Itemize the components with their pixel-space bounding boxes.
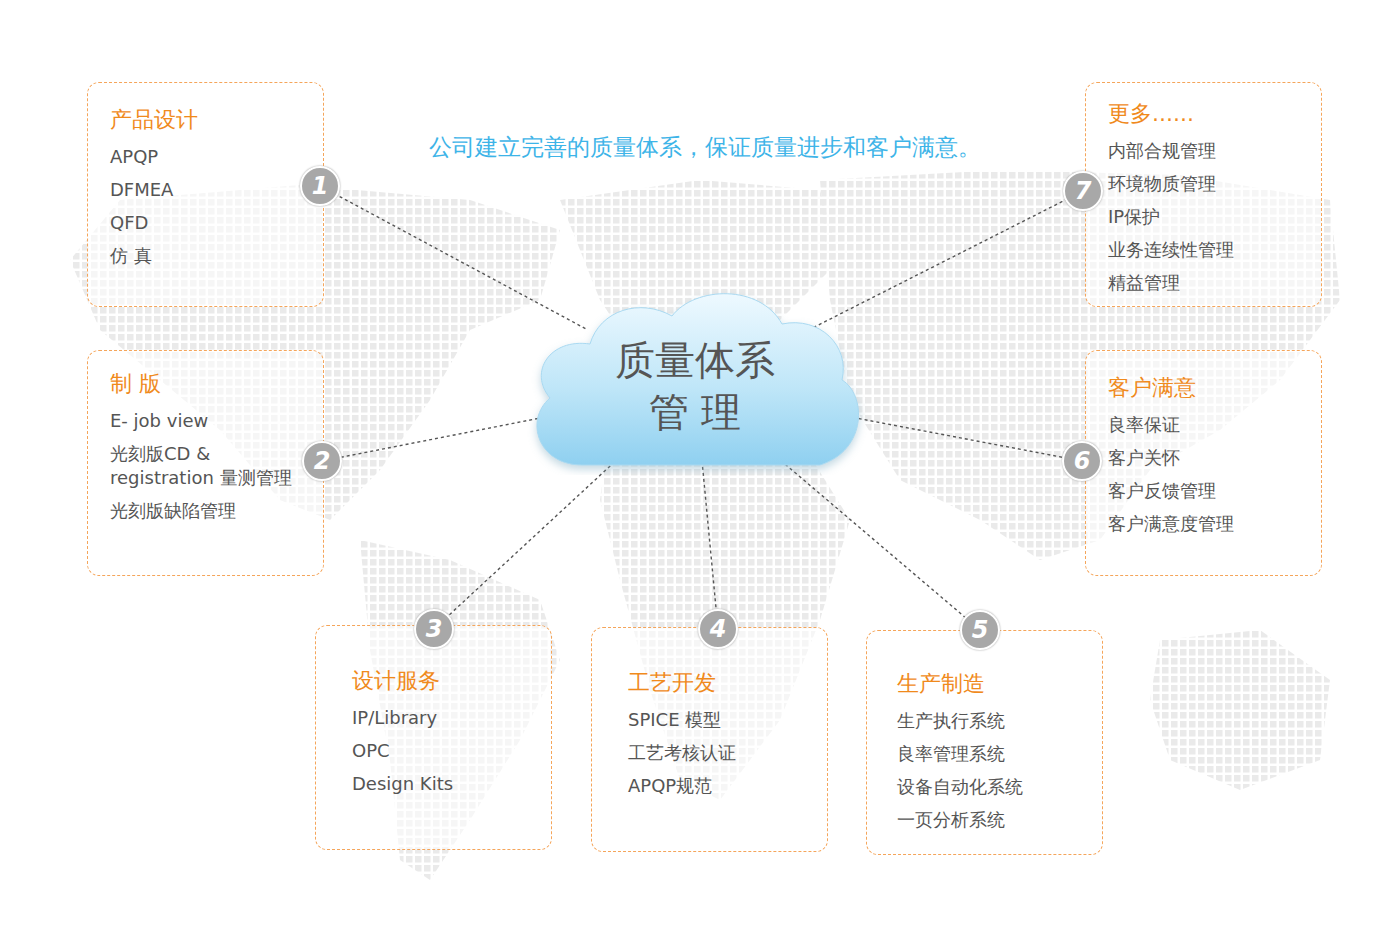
dashed-connector [776, 457, 980, 631]
cloud-title: 质量体系 管 理 [608, 334, 783, 438]
box-item: 一页分析系统 [897, 808, 1092, 832]
box-item: 业务连续性管理 [1108, 238, 1311, 262]
box-heading: 工艺开发 [628, 668, 817, 698]
box-item: 生产执行系统 [897, 709, 1092, 733]
box-item: 客户关怀 [1108, 446, 1311, 470]
box-item: IP/Library [352, 706, 541, 730]
box-item: APQP [110, 145, 313, 169]
box-item: 仿 真 [110, 244, 313, 268]
callout-number: 4 [698, 609, 738, 649]
box-item: QFD [110, 211, 313, 235]
box-item: APQP规范 [628, 774, 817, 798]
box-item: 光刻版CD & registration 量测管理 [110, 442, 313, 490]
box-item: 光刻版缺陷管理 [110, 499, 313, 523]
box-item: SPICE 模型 [628, 708, 817, 732]
box-heading: 客户满意 [1108, 373, 1311, 403]
topic-box: 更多...... 内部合规管理环境物质管理 IP保护业务连续性管理精益管理 [1085, 82, 1322, 307]
dashed-connector [322, 417, 544, 461]
box-heading: 更多...... [1108, 99, 1311, 129]
topic-box: 产品设计 APQP DFMEA QFD 仿 真 [87, 82, 324, 307]
topic-box: 客户满意良率保证客户关怀客户反馈管理客户满意度管理 [1085, 350, 1322, 576]
dashed-connector [847, 416, 1082, 461]
topic-box: 生产制造生产执行系统良率管理系统设备自动化系统一页分析系统 [866, 630, 1103, 855]
box-item: E- job view [110, 409, 313, 433]
callout-number: 6 [1062, 441, 1102, 481]
box-item: 客户反馈管理 [1108, 479, 1311, 503]
box-item: 精益管理 [1108, 271, 1311, 295]
dashed-connector [703, 467, 718, 629]
topic-box: 制 版 E- job view 光刻版CD & registration 量测管理光… [87, 350, 324, 576]
box-item: 环境物质管理 [1108, 172, 1311, 196]
box-heading: 设计服务 [352, 666, 541, 696]
dashed-connector [808, 191, 1083, 330]
cloud-node: 质量体系 管 理 [520, 280, 870, 475]
topic-box: 设计服务 IP/LibraryOPC Design Kits [315, 625, 552, 850]
box-heading: 制 版 [110, 369, 313, 399]
box-item: IP保护 [1108, 205, 1311, 229]
box-heading: 生产制造 [897, 669, 1092, 699]
dashed-connector [434, 458, 619, 629]
dashed-connector [320, 186, 585, 329]
box-item: DFMEA [110, 178, 313, 202]
box-item: 良率管理系统 [897, 742, 1092, 766]
box-item: OPC [352, 739, 541, 763]
box-item: 工艺考核认证 [628, 741, 817, 765]
callout-number: 5 [960, 610, 1000, 650]
box-item: 良率保证 [1108, 413, 1311, 437]
callout-number: 7 [1063, 171, 1103, 211]
callout-number: 1 [300, 166, 340, 206]
callout-number: 3 [414, 609, 454, 649]
callout-number: 2 [302, 441, 342, 481]
box-item: 设备自动化系统 [897, 775, 1092, 799]
box-item: 客户满意度管理 [1108, 512, 1311, 536]
box-item: Design Kits [352, 772, 541, 796]
box-heading: 产品设计 [110, 105, 313, 135]
topic-box: 工艺开发 SPICE 模型工艺考核认证 APQP规范 [591, 627, 828, 852]
box-item: 内部合规管理 [1108, 139, 1311, 163]
